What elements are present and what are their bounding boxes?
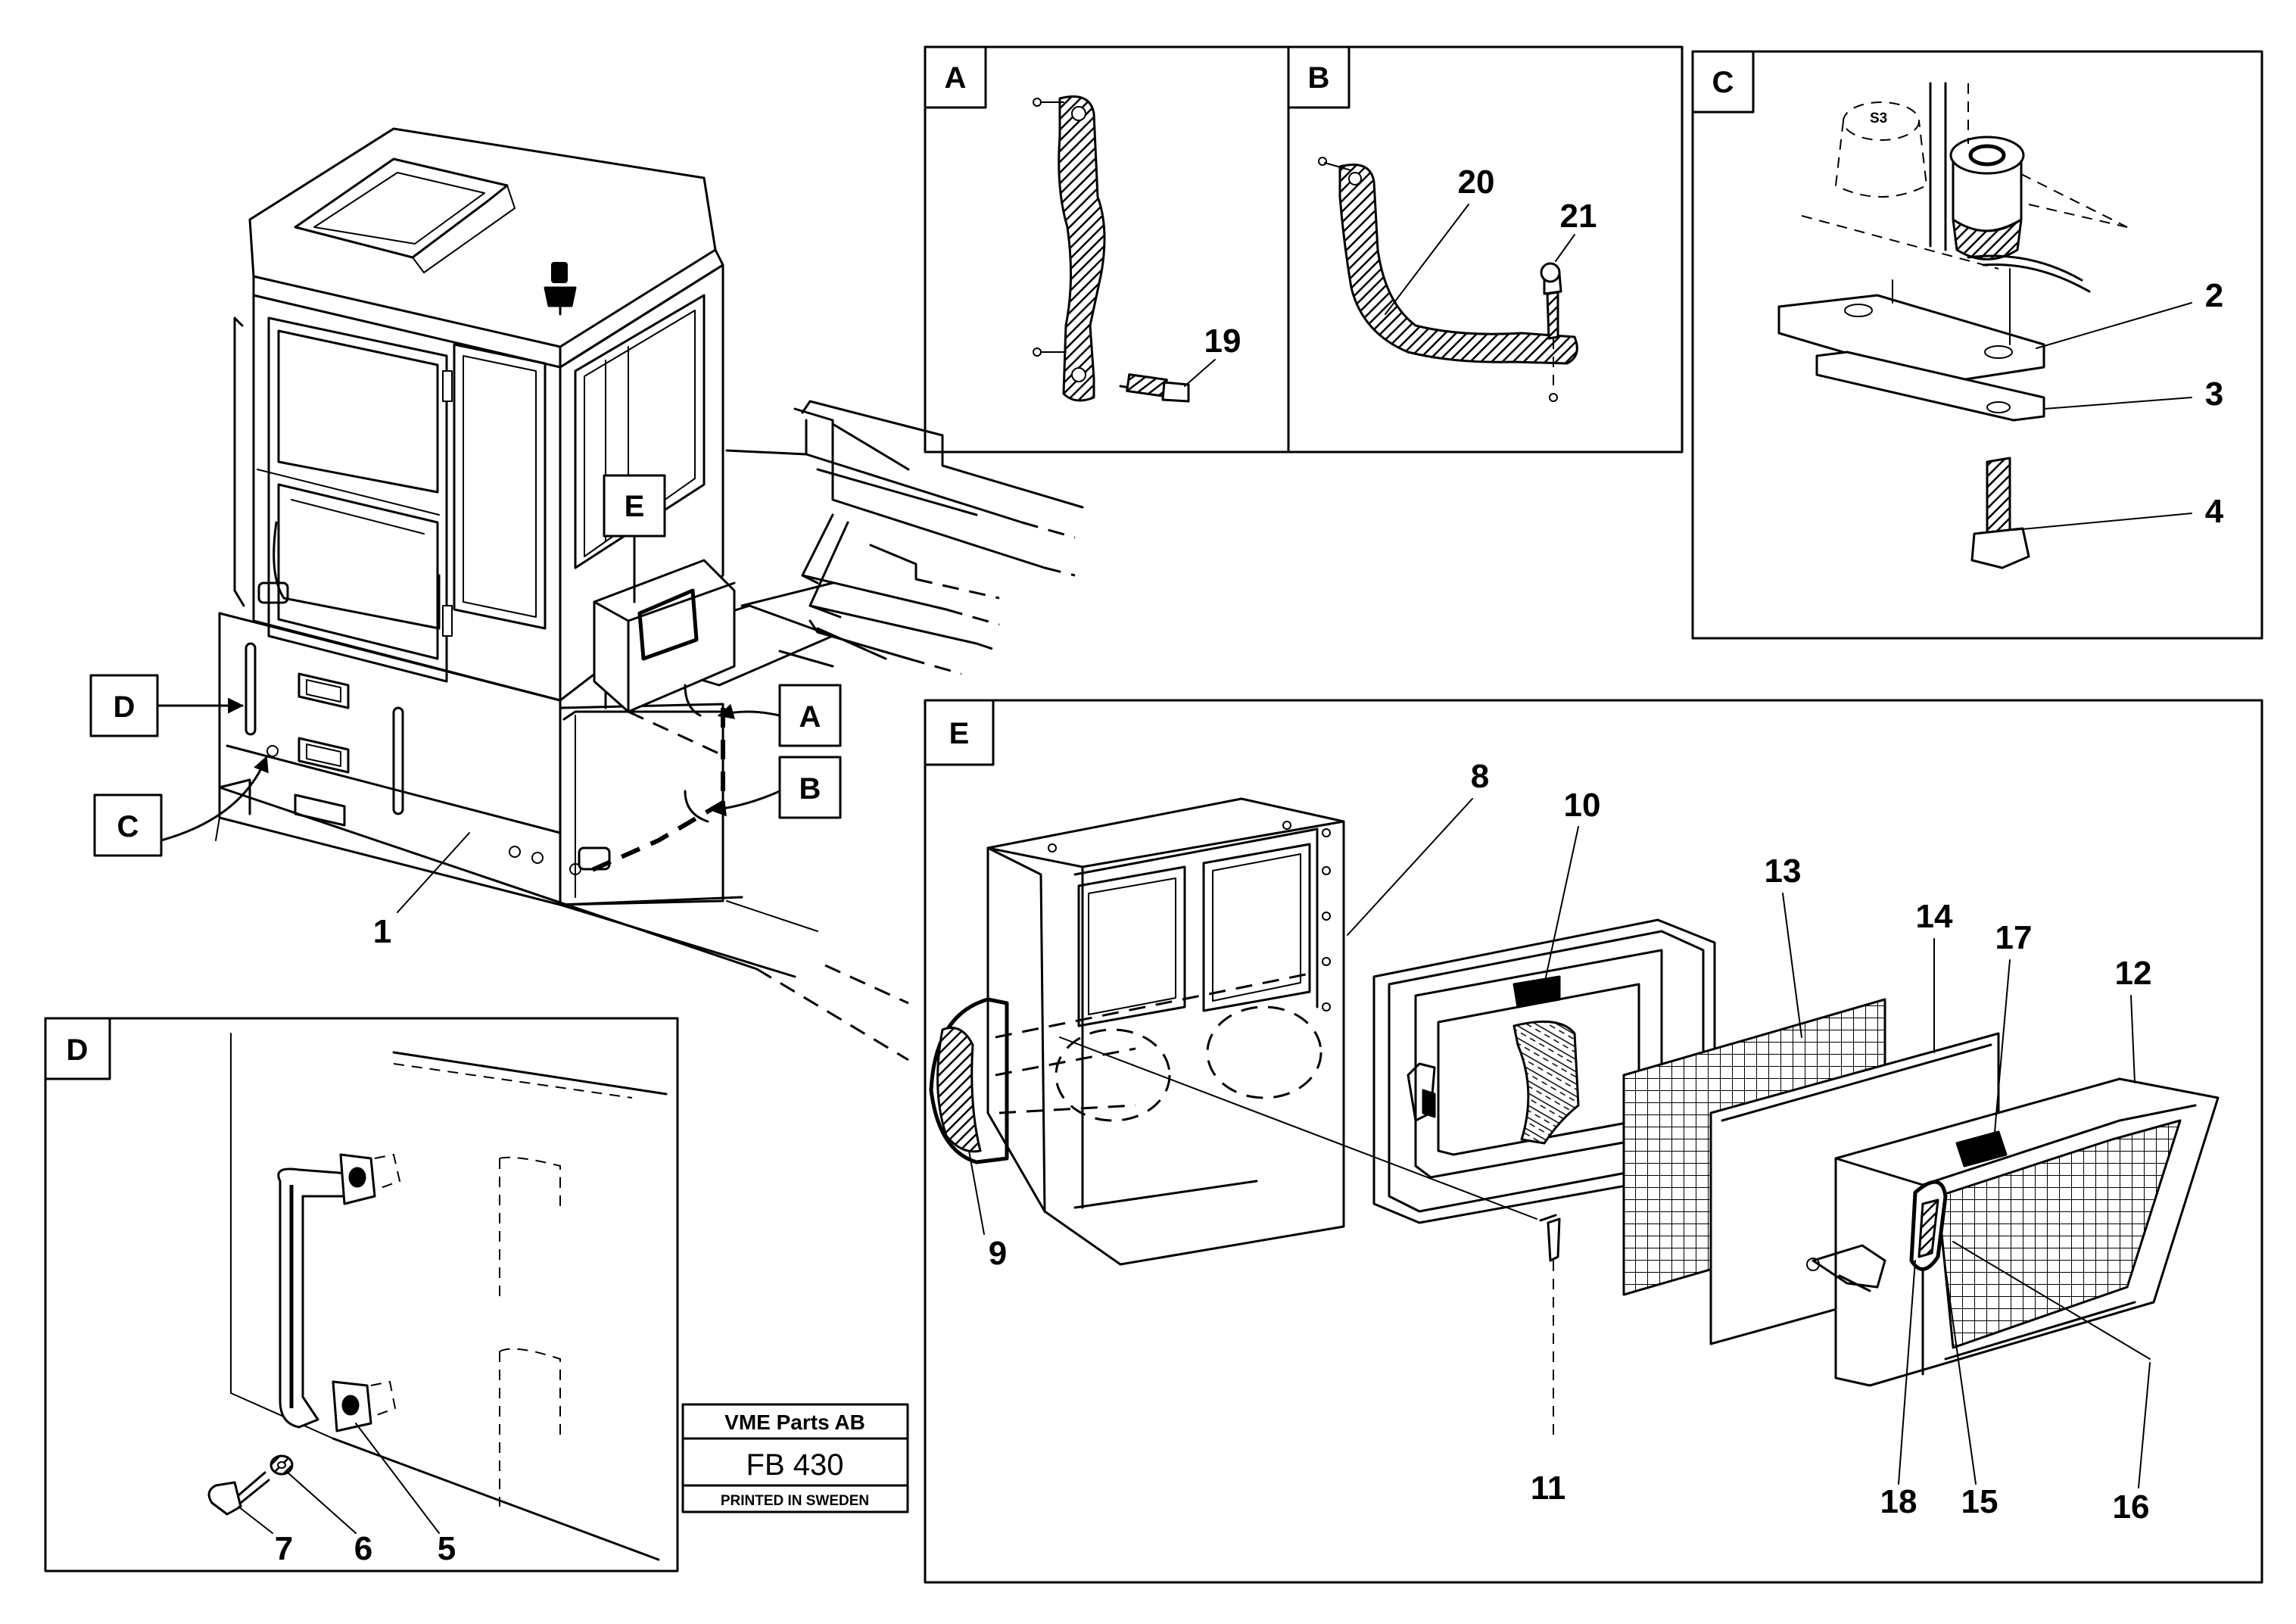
svg-text:21: 21: [1560, 198, 1597, 235]
svg-text:B: B: [1308, 61, 1330, 95]
part-label-1: 1: [373, 832, 470, 950]
svg-text:20: 20: [1458, 164, 1495, 201]
part-label-5: 5: [355, 1423, 456, 1567]
part-label-10: 10: [1544, 787, 1601, 985]
svg-text:8: 8: [1471, 758, 1489, 795]
svg-text:B: B: [799, 772, 821, 806]
svg-text:D: D: [114, 690, 136, 724]
panel-B: B: [1287, 45, 1684, 454]
svg-text:5: 5: [438, 1530, 456, 1567]
part-label-15: 15: [1941, 1241, 1998, 1520]
part-label-20: 20: [1385, 164, 1495, 315]
part-label-14: 14: [1916, 898, 1953, 1053]
svg-text:S3: S3: [1870, 111, 1887, 126]
svg-text:18: 18: [1880, 1483, 1917, 1520]
svg-text:7: 7: [275, 1530, 293, 1567]
callout-tag-D-main[interactable]: D: [89, 674, 245, 737]
svg-text:14: 14: [1916, 898, 1953, 935]
svg-text:3: 3: [2205, 376, 2223, 413]
part-label-2: 2: [2036, 277, 2223, 349]
svg-text:E: E: [625, 490, 645, 523]
title-company: VME Parts AB: [724, 1410, 865, 1434]
part-label-17: 17: [1994, 919, 2033, 1133]
callout-tag-E-main[interactable]: E: [603, 474, 666, 603]
callout-tag-C-main[interactable]: C: [93, 756, 269, 857]
part-label-19: 19: [1184, 323, 1241, 387]
part-label-11: 11: [1531, 1470, 1566, 1507]
svg-text:D: D: [67, 1033, 89, 1067]
title-drawing-no: FB 430: [746, 1448, 844, 1482]
part-label-16: 16: [2113, 1362, 2151, 1526]
svg-text:12: 12: [2115, 955, 2152, 992]
title-block: VME Parts AB FB 430 PRINTED IN SWEDEN: [681, 1403, 909, 1513]
svg-text:19: 19: [1204, 323, 1241, 360]
svg-text:17: 17: [1995, 919, 2033, 956]
svg-text:1: 1: [373, 913, 391, 950]
svg-text:15: 15: [1961, 1483, 1998, 1520]
svg-text:11: 11: [1531, 1470, 1566, 1507]
part-label-21: 21: [1555, 198, 1597, 262]
part-label-8: 8: [1347, 758, 1489, 936]
part-label-9: 9: [968, 1150, 1007, 1272]
panel-E: E: [924, 699, 2263, 1584]
svg-text:A: A: [945, 61, 967, 95]
svg-text:9: 9: [989, 1235, 1007, 1272]
svg-text:4: 4: [2205, 493, 2224, 530]
callout-tag-A-main[interactable]: A: [717, 684, 842, 747]
part-label-3: 3: [2043, 376, 2223, 413]
part-label-6: 6: [287, 1472, 372, 1567]
svg-text:E: E: [949, 717, 970, 750]
part-label-13: 13: [1765, 853, 1802, 1038]
svg-text:16: 16: [2113, 1488, 2150, 1526]
panel-A: A: [924, 45, 1290, 454]
svg-text:C: C: [117, 810, 139, 843]
part-label-18: 18: [1880, 1260, 1917, 1520]
svg-text:C: C: [1712, 66, 1734, 99]
part-label-7: 7: [238, 1506, 293, 1567]
callout-tag-B-main[interactable]: B: [709, 756, 842, 819]
part-label-12: 12: [2115, 955, 2152, 1083]
title-printed: PRINTED IN SWEDEN: [721, 1493, 869, 1509]
svg-text:10: 10: [1564, 787, 1601, 824]
svg-text:6: 6: [354, 1530, 372, 1567]
svg-text:A: A: [799, 700, 821, 734]
part-label-4: 4: [2013, 493, 2224, 531]
svg-text:13: 13: [1765, 853, 1802, 890]
panel-C: C S3: [1691, 50, 2263, 640]
panel-D: D: [44, 1017, 679, 1573]
main-cab-view: [215, 127, 1084, 1061]
svg-text:2: 2: [2205, 277, 2223, 314]
